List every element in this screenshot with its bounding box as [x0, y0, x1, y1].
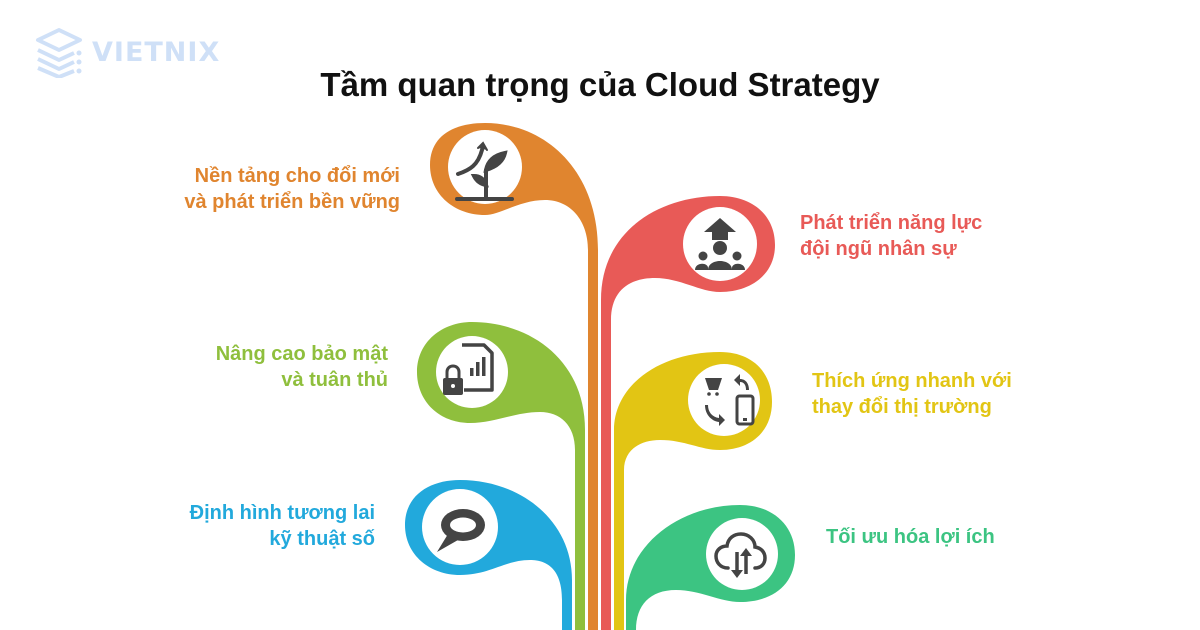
label-benefits: Tối ưu hóa lợi ích: [826, 526, 995, 548]
label-market: Thích ứng nhanh với thay đổi thị trường: [812, 370, 1012, 418]
branch-benefits: [626, 505, 795, 630]
branch-security: [417, 322, 585, 630]
speech-bubble-icon: [437, 509, 485, 552]
cloud-sync-icon: [714, 532, 767, 578]
label-foundation: Nền tảng cho đổi mới và phát triển bền v…: [184, 165, 400, 213]
vietnix-logo: VIETNIX: [34, 26, 220, 78]
team-development-icon: [695, 218, 745, 270]
branch-workforce: [601, 196, 775, 630]
branch-digital: [405, 480, 572, 630]
cart-mobile-exchange-icon: [705, 374, 755, 426]
secure-report-icon: [443, 343, 494, 395]
label-security: Nâng cao bảo mật và tuân thủ: [215, 343, 388, 391]
branch-market: [614, 352, 772, 630]
plant-growth-icon: [455, 141, 514, 201]
page-title: Tầm quan trọng của Cloud Strategy: [320, 66, 880, 103]
branch-foundation: [430, 123, 598, 630]
label-workforce: Phát triển năng lực đội ngũ nhân sự: [800, 212, 983, 260]
brand-name: VIETNIX: [92, 36, 221, 68]
server-stack-icon: [36, 28, 82, 78]
label-digital: Định hình tương lai kỹ thuật số: [189, 502, 375, 550]
